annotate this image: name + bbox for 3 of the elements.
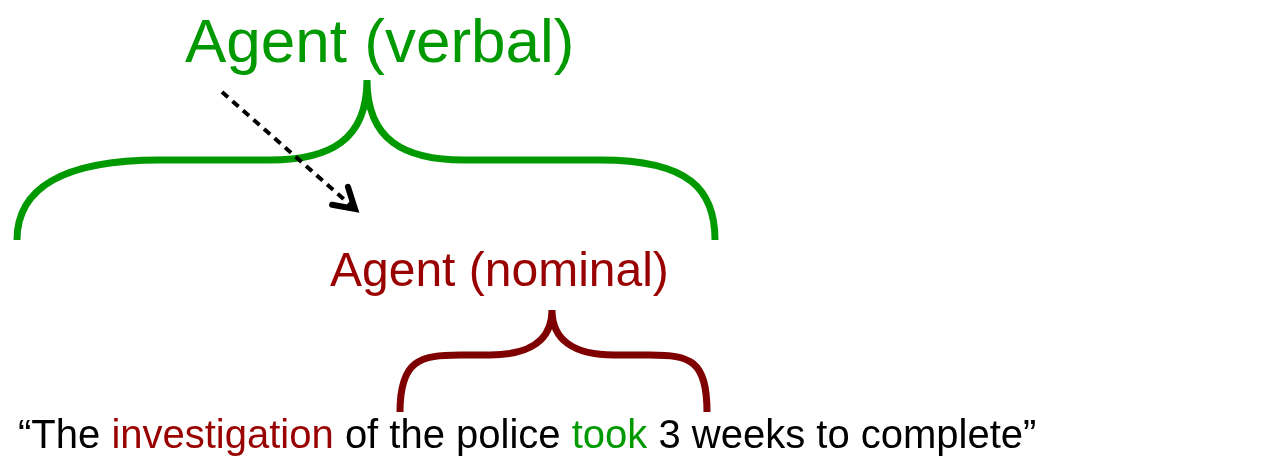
- node-label: Agent (nominal): [330, 246, 669, 294]
- arrow: [220, 90, 358, 212]
- sentence-text: “The investigation of the police took 3 weeks to complete”: [18, 414, 1037, 454]
